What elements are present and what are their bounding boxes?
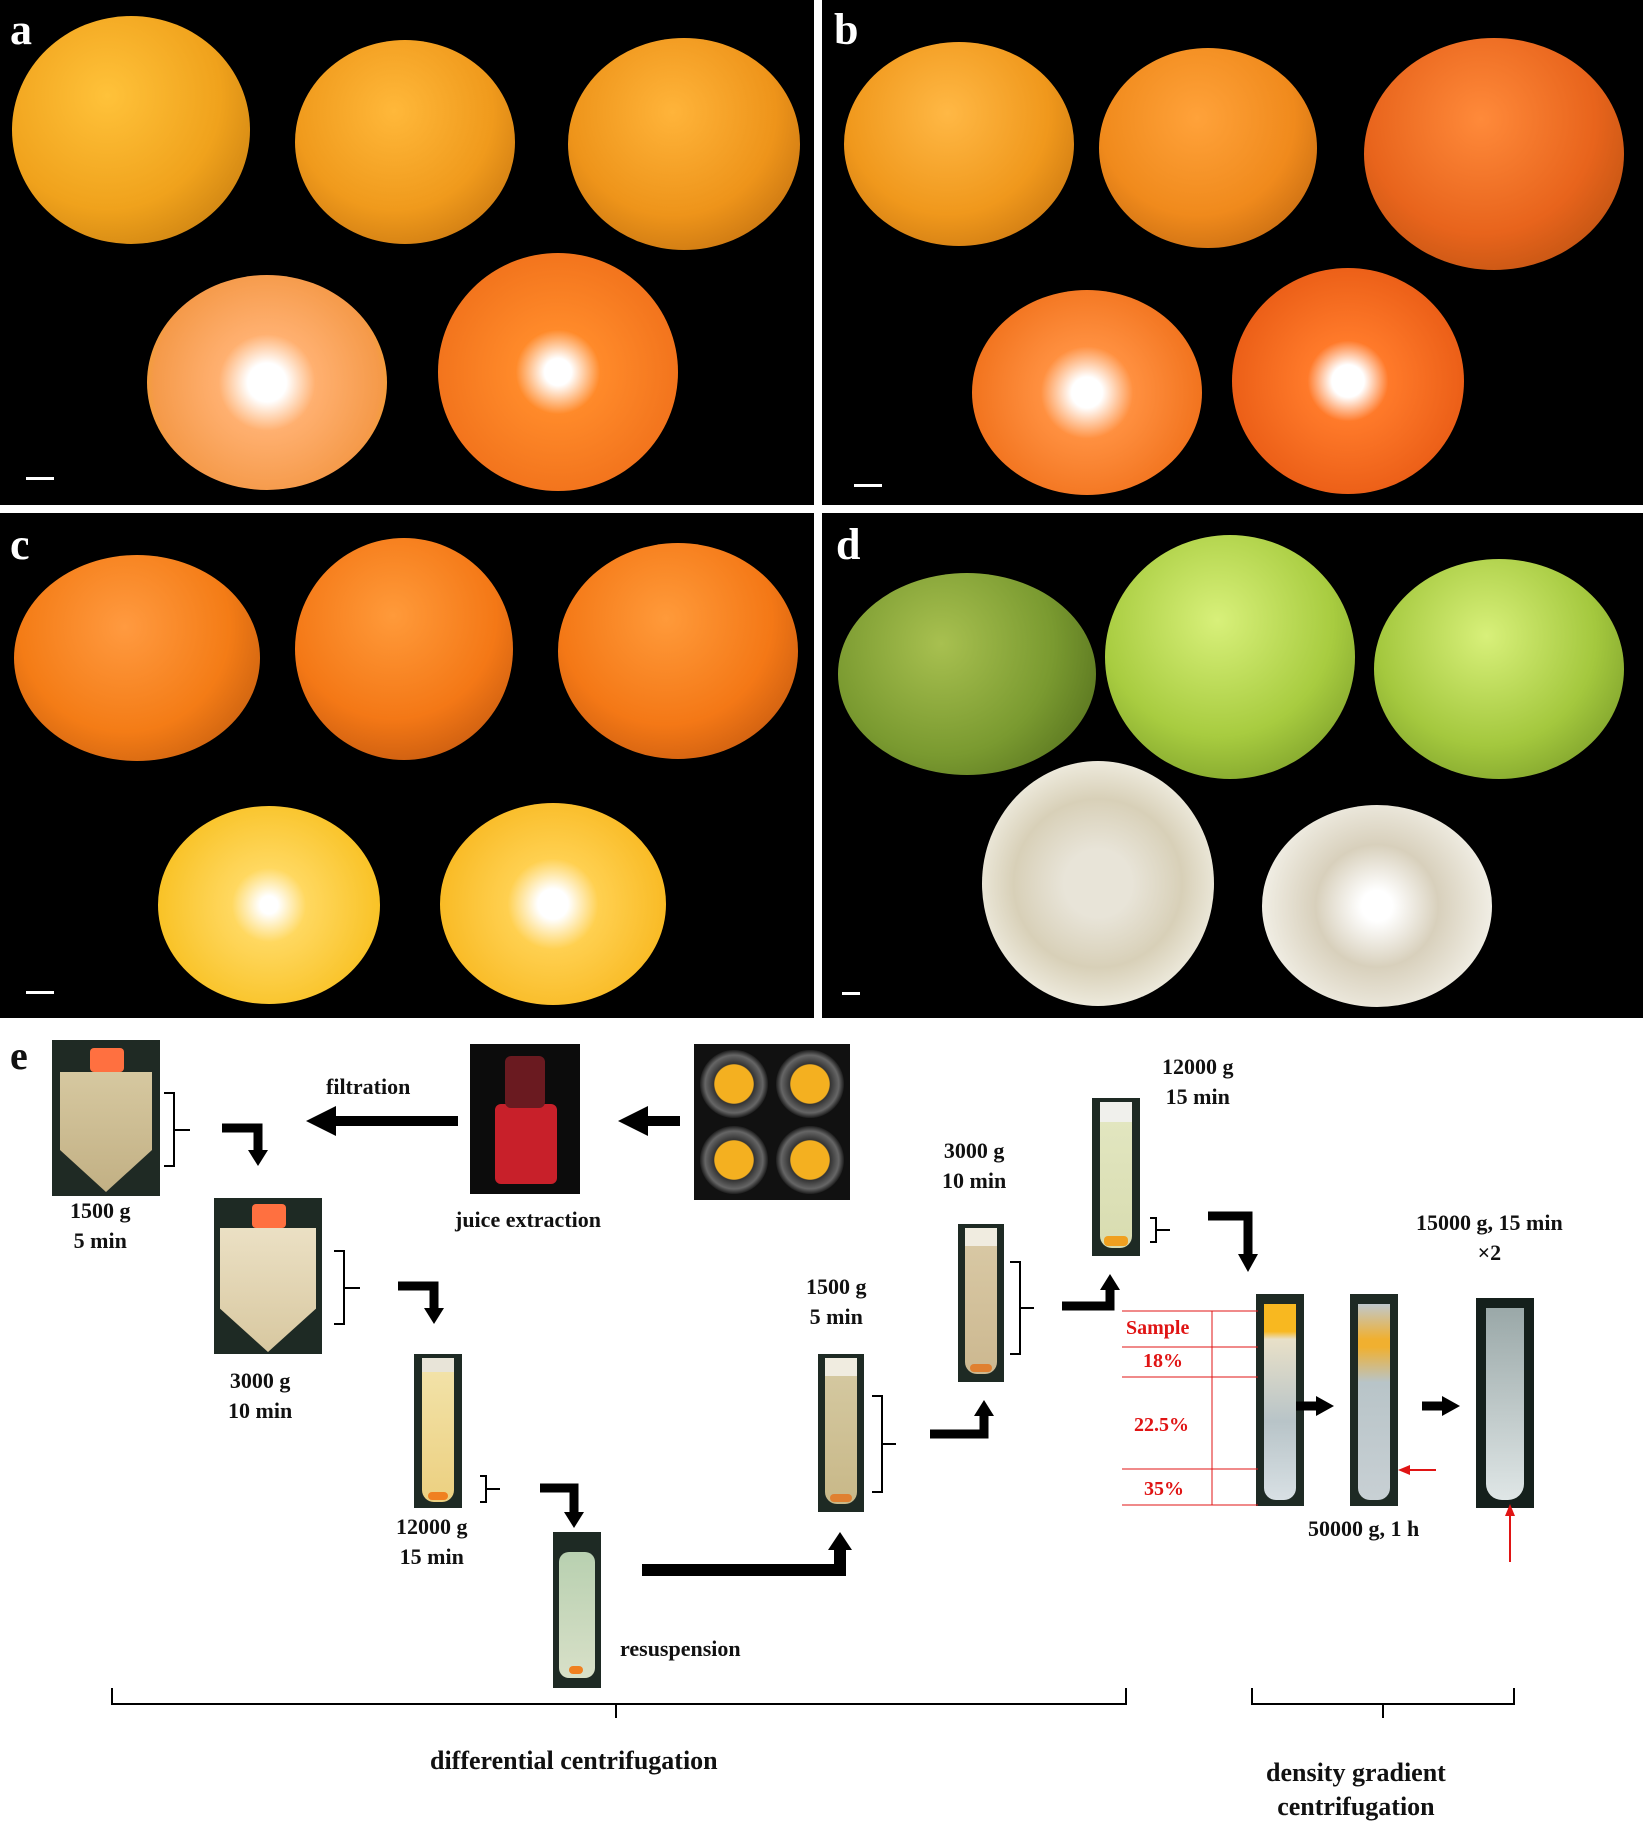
pellet-tube-photo (1476, 1298, 1534, 1508)
fruit-cross-section (1232, 268, 1464, 494)
fruit-pieces-photo (694, 1044, 850, 1200)
resuspension-label: resuspension (620, 1636, 741, 1661)
whole-fruit (295, 40, 515, 244)
photo-panel-a: a (0, 0, 814, 505)
panel-label-c: c (10, 520, 30, 569)
tube-photo-2 (818, 1354, 864, 1512)
panel-label-d: d (836, 520, 861, 569)
arrow-step-7 (1208, 1211, 1253, 1256)
photo-panel-d: d (822, 513, 1643, 1018)
gradient-tube-photo (1256, 1294, 1304, 1506)
juicer-photo (470, 1044, 580, 1194)
brace-density-gradient (1251, 1688, 1515, 1718)
fruit-cross-section (972, 290, 1202, 495)
wash-step-label: 15000 g, 15 min×2 (1416, 1210, 1563, 1265)
scale-bar (854, 484, 882, 487)
bracket (1010, 1261, 1034, 1355)
arrow-step-1 (222, 1123, 263, 1152)
panel-label-a: a (10, 5, 32, 54)
whole-fruit (14, 555, 260, 761)
ultracentrifuge-tube-photo (1350, 1294, 1398, 1506)
juice-extraction-label: juice extraction (455, 1207, 601, 1232)
arrow-resuspend (642, 1548, 846, 1576)
gradient-sample-label: Sample (1126, 1317, 1190, 1339)
brace-differential (111, 1688, 1127, 1718)
bracket (1150, 1217, 1170, 1243)
whole-fruit (295, 538, 513, 760)
bracket (480, 1475, 500, 1503)
whole-fruit (12, 16, 250, 244)
tube-photo-4 (1092, 1098, 1140, 1256)
bracket (334, 1250, 360, 1325)
whole-fruit (1105, 535, 1355, 779)
scale-bar (26, 991, 54, 994)
gradient-35-label: 35% (1144, 1478, 1184, 1500)
bracket (164, 1092, 190, 1167)
resuspension-photo (553, 1532, 601, 1688)
whole-fruit (1099, 48, 1317, 248)
arrow-step-5 (930, 1414, 989, 1439)
whole-fruit (568, 38, 800, 250)
tube-photo-1 (414, 1354, 462, 1508)
arrow-step-2 (398, 1281, 439, 1310)
gradient-22-5-label: 22.5% (1134, 1414, 1189, 1436)
panel-label-b: b (834, 5, 859, 54)
arrow-step-3 (540, 1483, 579, 1514)
scale-bar (842, 992, 860, 995)
fruit-cross-section (147, 275, 387, 490)
fruit-cross-section (440, 803, 666, 1005)
scale-bar (26, 477, 54, 480)
arrow-step-6 (1062, 1288, 1115, 1311)
whole-fruit (838, 573, 1096, 775)
fruit-cross-section (982, 761, 1214, 1006)
whole-fruit (558, 543, 798, 759)
whole-fruit (1374, 559, 1624, 779)
tube-photo-3 (958, 1224, 1004, 1382)
arrow-juice-head (618, 1106, 648, 1136)
panel-label-e: e (10, 1033, 28, 1078)
ultracentrifugation-label: 50000 g, 1 h (1308, 1516, 1420, 1541)
whole-fruit (844, 42, 1074, 246)
bottle-photo-1 (52, 1040, 160, 1196)
fruit-cross-section (158, 806, 380, 1004)
bottle-photo-2 (214, 1198, 322, 1354)
whole-fruit (1364, 38, 1624, 270)
bracket (872, 1395, 896, 1493)
filtration-label: filtration (326, 1074, 411, 1099)
arrow-filtration-head (306, 1106, 336, 1136)
fruit-cross-section (438, 253, 678, 491)
fruit-cross-section (1262, 805, 1492, 1007)
differential-centrifugation-label: differential centrifugation (430, 1746, 718, 1775)
photo-panel-c: c (0, 513, 814, 1018)
gradient-18-label: 18% (1143, 1350, 1183, 1372)
photo-panel-b: b (822, 0, 1643, 505)
